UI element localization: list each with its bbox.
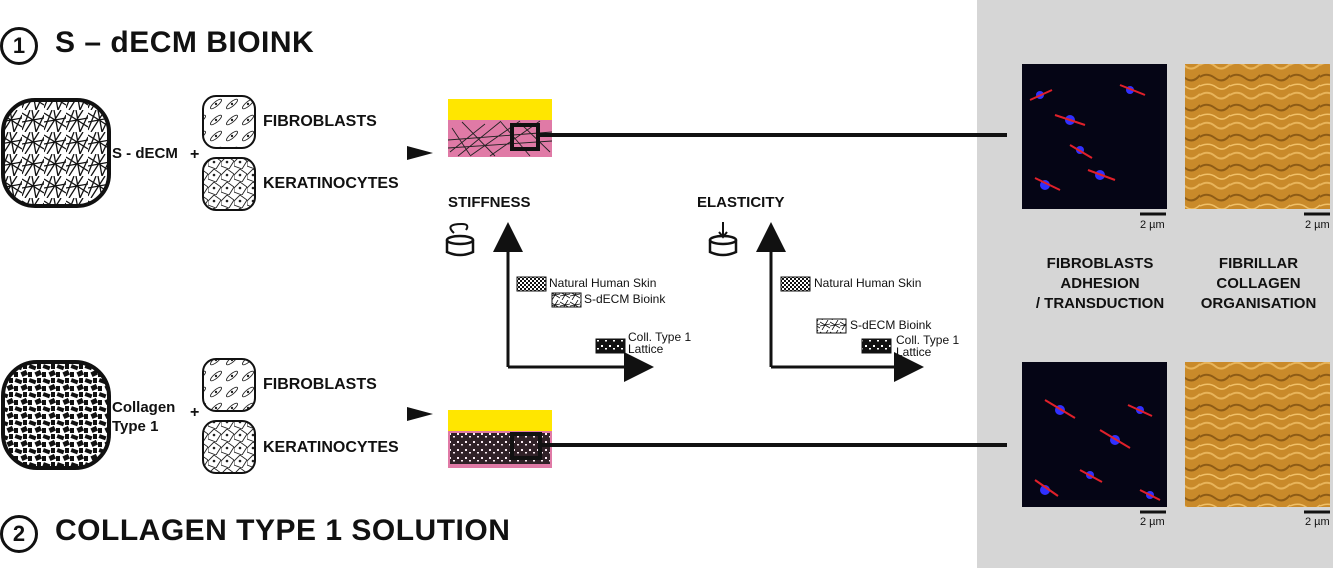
elasticity-device-icon	[708, 222, 738, 257]
fluorescence-cells-top	[1029, 84, 1146, 191]
label-keratinocytes-top: KERATINOCYTES	[263, 175, 399, 192]
elasticity-entry-natural-skin: Natural Human Skin	[814, 276, 922, 290]
keratinocytes-icon-bottom	[202, 420, 256, 474]
keratinocytes-icon-top	[202, 157, 256, 211]
construct-bottom-epidermis	[448, 410, 552, 431]
arrow-icon-top	[407, 146, 433, 160]
stiffness-swatch-collagen	[595, 338, 626, 354]
scale-label-bottom-afm: 2 µm	[1305, 516, 1330, 528]
fluorescence-image-bottom	[1022, 362, 1167, 507]
panel-col2-line2: COLLAGEN	[1216, 275, 1301, 292]
scale-label-top-afm: 2 µm	[1305, 219, 1330, 231]
label-fibroblasts-bottom: FIBROBLASTS	[263, 376, 377, 393]
afm-image-bottom	[1185, 362, 1330, 507]
label-s-decm: S - dECM	[112, 145, 178, 162]
arrow-icon-bottom	[407, 407, 433, 421]
stiffness-entry-coll-type1: Coll. Type 1	[628, 330, 692, 344]
construct-top-fibers	[447, 120, 553, 157]
s-decm-material-icon	[1, 98, 111, 208]
fibroblasts-icon-top	[202, 95, 256, 149]
collagen-material-icon	[1, 360, 111, 470]
elasticity-swatch-collagen	[861, 338, 892, 354]
label-collagen-line1: Collagen	[112, 399, 176, 416]
stiffness-entry-natural-skin: Natural Human Skin	[549, 276, 657, 290]
stiffness-swatch-natural-skin	[516, 276, 547, 292]
stiffness-swatch-s-decm	[551, 292, 582, 308]
panel-col2-line1: FIBRILLAR	[1218, 255, 1299, 272]
scale-label-bottom-fluor: 2 µm	[1140, 516, 1165, 528]
panel-col1-line2: ADHESION	[1060, 275, 1140, 292]
plus-sign-top: +	[190, 146, 200, 163]
panel-col2-line3: ORGANISATION	[1200, 295, 1317, 312]
label-collagen-line2: Type 1	[112, 418, 159, 435]
elasticity-swatch-s-decm	[816, 318, 847, 334]
construct-top-epidermis	[448, 99, 552, 120]
elasticity-entry-coll-type1: Coll. Type 1	[896, 333, 960, 347]
heading-collagen-solution: COLLAGEN TYPE 1 SOLUTION	[55, 514, 511, 547]
panel-col1-line1: FIBROBLASTS	[1046, 255, 1154, 272]
scale-label-top-fluor: 2 µm	[1140, 219, 1165, 231]
heading-s-decm-bioink: S – dECM BIOINK	[55, 26, 315, 59]
title-elasticity: ELASTICITY	[697, 194, 785, 211]
label-fibroblasts-top: FIBROBLASTS	[263, 113, 377, 130]
afm-image-top	[1185, 64, 1330, 209]
elasticity-swatch-natural-skin	[780, 276, 811, 292]
section-number-2: 2	[0, 515, 38, 553]
fibroblasts-icon-bottom	[202, 358, 256, 412]
title-stiffness: STIFFNESS	[448, 194, 531, 211]
plus-sign-bottom: +	[190, 404, 200, 421]
fluorescence-cells-bottom	[1034, 399, 1161, 501]
elasticity-entry-s-decm: S-dECM Bioink	[850, 318, 932, 332]
label-keratinocytes-bottom: KERATINOCYTES	[263, 439, 399, 456]
section-number-1: 1	[0, 27, 38, 65]
stiffness-device-icon	[445, 222, 475, 257]
panel-col1-line3: / TRANSDUCTION	[1035, 295, 1165, 312]
stiffness-entry-s-decm: S-dECM Bioink	[584, 292, 666, 306]
